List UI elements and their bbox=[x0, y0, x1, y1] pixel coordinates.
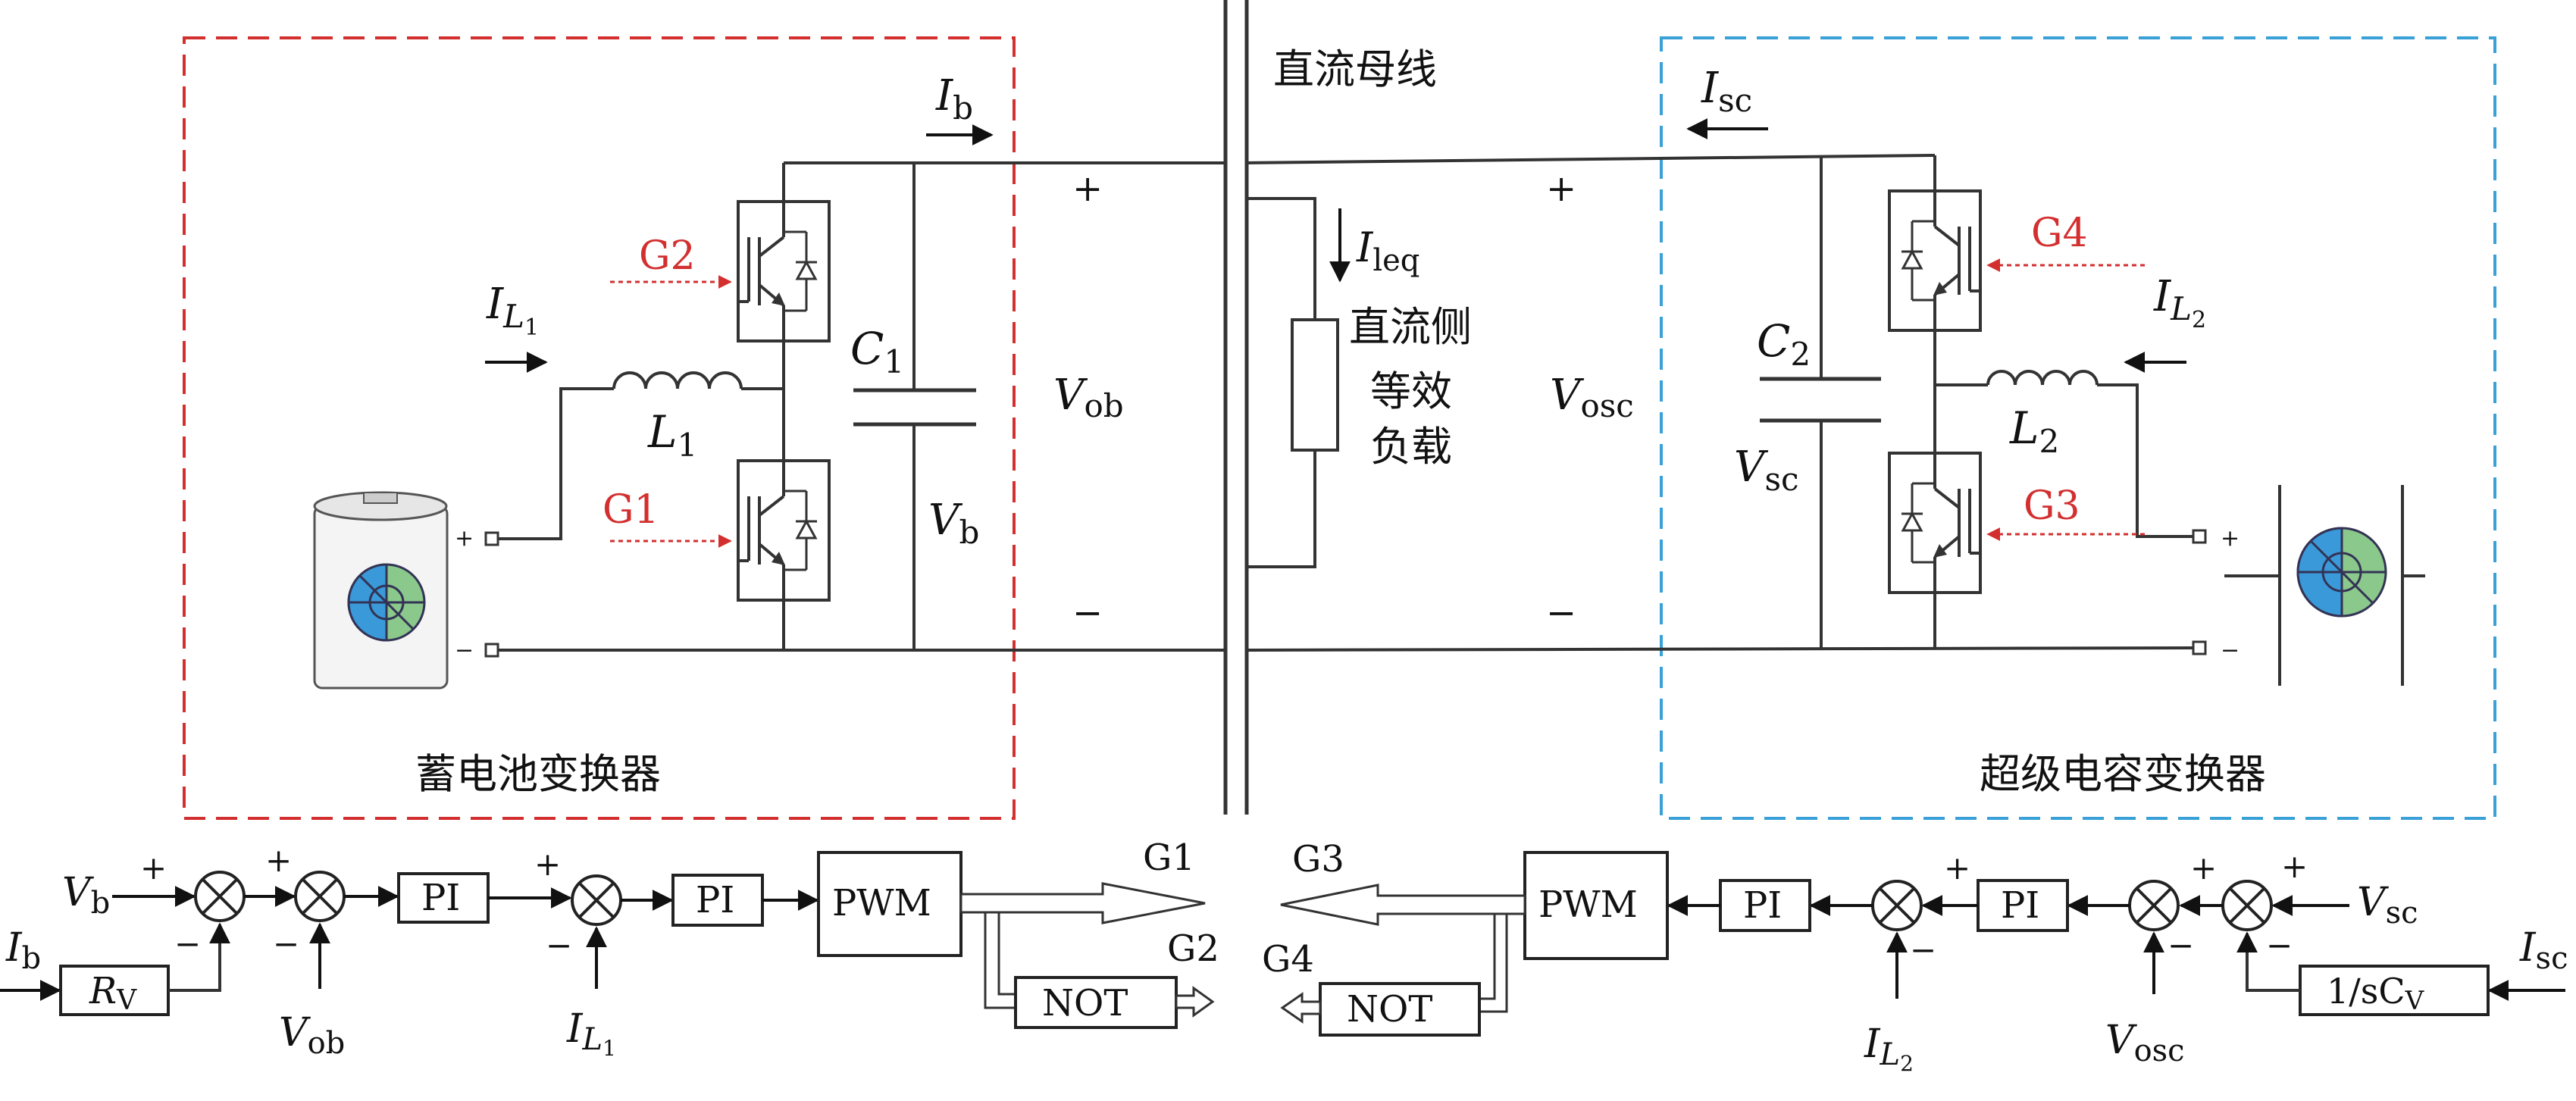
ib-label: Ib bbox=[935, 71, 973, 127]
svg-text:Vob: Vob bbox=[279, 1010, 345, 1061]
svg-text:G4: G4 bbox=[1262, 938, 1314, 981]
svg-text:RV: RV bbox=[89, 970, 137, 1016]
v-osc-label: Vosc bbox=[1550, 371, 1634, 424]
battery-icon bbox=[313, 491, 449, 690]
c2-label: C2 bbox=[1757, 315, 1811, 373]
inductor-l1 bbox=[612, 371, 743, 389]
sc-terminal-minus: − bbox=[2221, 637, 2240, 664]
svg-text:Vosc: Vosc bbox=[2105, 1018, 2185, 1068]
switch-g2 bbox=[737, 200, 831, 342]
sum-junction-right-1 bbox=[2221, 880, 2273, 931]
load-current-label: Ileq bbox=[1356, 224, 1419, 278]
svg-text:NOT: NOT bbox=[1042, 982, 1128, 1024]
switch-g3 bbox=[1888, 452, 1982, 594]
svg-text:PWM: PWM bbox=[1538, 884, 1638, 926]
svg-text:+: + bbox=[265, 842, 292, 879]
load-label-line1: 直流侧 bbox=[1349, 303, 1472, 351]
svg-text:IL1: IL1 bbox=[566, 1006, 616, 1061]
svg-text:G3: G3 bbox=[1292, 838, 1344, 880]
load-resistor bbox=[1291, 318, 1339, 452]
g4-label: G4 bbox=[2031, 211, 2088, 256]
svg-text:G2: G2 bbox=[1167, 927, 1219, 970]
bus-plus-right: + bbox=[1546, 167, 1576, 210]
sum-junction-right-3 bbox=[1871, 880, 1923, 931]
pwm-block-left bbox=[817, 851, 962, 957]
v-ob-label: Vob bbox=[1053, 371, 1124, 424]
svg-text:+: + bbox=[534, 846, 561, 883]
not-block-left bbox=[1014, 976, 1178, 1029]
inductor-l2 bbox=[1986, 370, 2099, 386]
svg-text:+: + bbox=[2190, 849, 2217, 887]
vb-label: Vb bbox=[928, 496, 979, 551]
switch-g1 bbox=[737, 459, 831, 602]
l1-label: L1 bbox=[647, 406, 697, 464]
pi-block-left-2 bbox=[671, 874, 764, 927]
svg-text:PI: PI bbox=[2001, 884, 2039, 927]
svg-text:+: + bbox=[1944, 849, 1970, 887]
svg-text:Isc: Isc bbox=[2519, 925, 2568, 976]
sum-junction-right-2 bbox=[2128, 880, 2180, 931]
svg-text:PI: PI bbox=[421, 877, 460, 919]
il2-label: IL2 bbox=[2153, 272, 2206, 333]
bus-minus-right: − bbox=[1546, 592, 1576, 634]
pwm-block-right bbox=[1523, 851, 1669, 960]
sum-junction-left-2 bbox=[294, 871, 346, 922]
supercap-converter-box bbox=[1660, 36, 2496, 820]
battery-terminal-plus: + bbox=[455, 525, 474, 552]
il1-label: IL1 bbox=[486, 280, 539, 341]
g3-label: G3 bbox=[2024, 483, 2080, 529]
battery-converter-box bbox=[183, 36, 1016, 820]
svg-text:−: − bbox=[2266, 927, 2293, 964]
svg-text:Vb: Vb bbox=[62, 870, 110, 921]
cv-block bbox=[2299, 965, 2490, 1016]
g1-label: G1 bbox=[603, 487, 659, 533]
svg-text:−: − bbox=[2168, 927, 2194, 964]
sum-junction-left-3 bbox=[571, 874, 622, 926]
sc-terminal-plus: + bbox=[2221, 525, 2240, 552]
load-label-line3: 负载 bbox=[1370, 423, 1452, 471]
svg-text:−: − bbox=[174, 925, 201, 962]
rv-block bbox=[59, 965, 170, 1016]
pi-block-right-1 bbox=[1977, 879, 2069, 932]
dc-bus-label: 直流母线 bbox=[1273, 45, 1437, 93]
svg-text:+: + bbox=[140, 849, 167, 887]
svg-text:−: − bbox=[273, 925, 299, 962]
svg-text:1/sCV: 1/sCV bbox=[2327, 971, 2425, 1016]
supercap-converter-title: 超级电容变换器 bbox=[1980, 750, 2266, 798]
svg-text:PI: PI bbox=[1743, 884, 1782, 927]
svg-text:PWM: PWM bbox=[832, 882, 931, 924]
svg-text:−: − bbox=[1910, 931, 1936, 968]
switch-g4 bbox=[1888, 189, 1982, 332]
battery-terminal-minus: − bbox=[455, 637, 474, 664]
supercapacitor-icon bbox=[2224, 485, 2425, 686]
svg-text:PI: PI bbox=[696, 879, 734, 921]
svg-text:+: + bbox=[2281, 848, 2308, 885]
bus-plus-left: + bbox=[1072, 167, 1103, 210]
vsc-label: Vsc bbox=[1734, 443, 1799, 498]
svg-text:IL2: IL2 bbox=[1864, 1021, 1914, 1076]
svg-text:Ib: Ib bbox=[5, 925, 41, 976]
load-label-line2: 等效 bbox=[1370, 368, 1452, 415]
battery-converter-title: 蓄电池变换器 bbox=[415, 750, 661, 798]
not-block-right bbox=[1319, 982, 1481, 1037]
l2-label: L2 bbox=[2009, 402, 2059, 460]
g2-label: G2 bbox=[639, 233, 696, 279]
svg-text:NOT: NOT bbox=[1347, 988, 1432, 1031]
svg-text:Vsc: Vsc bbox=[2357, 880, 2418, 931]
isc-label: Isc bbox=[1701, 64, 1752, 119]
pi-block-left-1 bbox=[397, 872, 490, 924]
sum-junction-left-1 bbox=[194, 871, 246, 922]
c1-label: C1 bbox=[850, 323, 904, 380]
supercap-control-loop: Vsc + Isc 1/sCV − + − Vosc PI + − IL2 PI… bbox=[1262, 838, 2568, 1076]
svg-text:−: − bbox=[546, 927, 572, 964]
battery-control-loop: Vb + Ib RV − + − Vob PI + − IL1 PI PWM G… bbox=[0, 837, 1219, 1061]
bus-minus-left: − bbox=[1072, 592, 1103, 634]
svg-text:G1: G1 bbox=[1143, 837, 1195, 879]
